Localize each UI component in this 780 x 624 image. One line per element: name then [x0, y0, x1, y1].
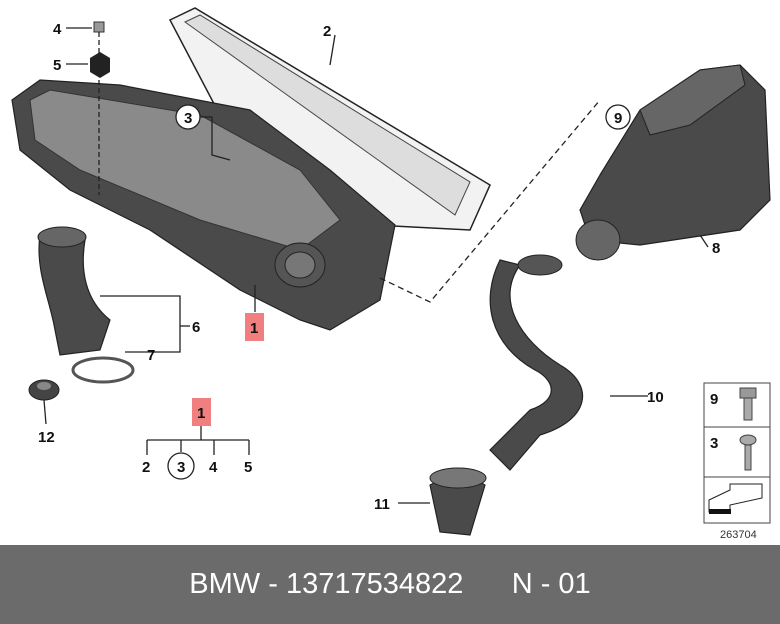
hex-bolt-icon	[739, 387, 757, 421]
callout-2[interactable]: 2	[323, 23, 331, 40]
adapter[interactable]	[429, 467, 487, 536]
callout-9[interactable]: 9	[614, 110, 622, 127]
callout-12[interactable]: 12	[38, 429, 55, 446]
intake-hose-left[interactable]	[37, 226, 111, 356]
nut[interactable]	[90, 52, 110, 78]
tree-child[interactable]: 5	[244, 459, 252, 476]
image-number: 263704	[720, 529, 757, 541]
direction-arrow-icon	[708, 483, 763, 514]
tree-child[interactable]: 3	[177, 459, 185, 476]
callout-10[interactable]: 10	[647, 389, 664, 406]
tree-root[interactable]: 1	[197, 405, 205, 422]
footer-brand: BMW	[189, 568, 261, 600]
callout-6[interactable]: 6	[192, 319, 200, 336]
callout-1[interactable]: 1	[250, 320, 258, 337]
callout-8[interactable]: 8	[712, 240, 720, 257]
tree-child[interactable]: 2	[142, 459, 150, 476]
assembly-tree	[146, 426, 250, 455]
callout-5[interactable]: 5	[53, 57, 61, 74]
intake-silencer[interactable]	[575, 64, 771, 261]
callout-3[interactable]: 3	[184, 110, 192, 127]
torx-screw-icon	[739, 434, 757, 471]
fastener-legend-box: 9 3	[703, 382, 771, 524]
grommet[interactable]	[28, 379, 60, 401]
hose-clamp[interactable]	[71, 356, 135, 384]
highlight-box	[245, 313, 264, 341]
callout-11[interactable]: 11	[374, 496, 390, 513]
footer-separator: -	[268, 568, 278, 600]
tree-child[interactable]: 4	[209, 459, 218, 476]
footer-bar: BMW - 13717534822 N - 01	[0, 545, 780, 624]
intake-hose-right[interactable]	[489, 254, 584, 471]
callout-4[interactable]: 4	[53, 21, 62, 38]
legend-row-9: 9	[710, 391, 718, 408]
legend-row-3: 3	[710, 435, 718, 452]
footer-suffix: N - 01	[511, 568, 591, 600]
callout-7[interactable]: 7	[147, 347, 155, 364]
footer-part-number: 13717534822	[285, 568, 464, 600]
highlight-box	[192, 398, 211, 426]
air-intake-housing[interactable]	[11, 79, 396, 331]
diagram-canvas: 4 5 2 3 9 8 6 1 7 10 12 11 1 2 3 4 5 9 3…	[11, 7, 771, 541]
